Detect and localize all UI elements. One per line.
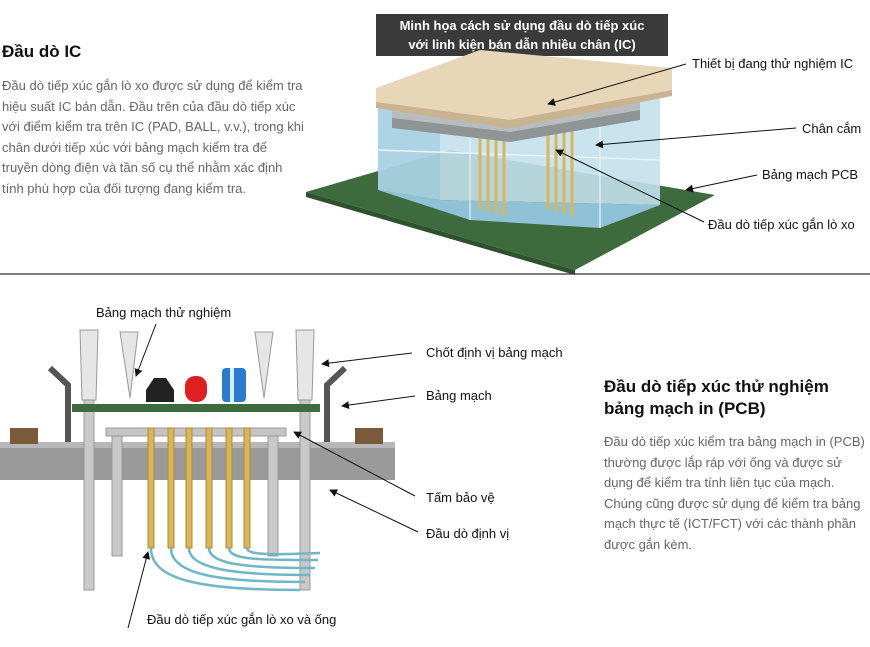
label-socket: Chân cắm [802, 121, 862, 136]
label-positioning-probe: Đầu dò định vị [426, 526, 510, 541]
arrow-locating-pin [321, 352, 413, 368]
ic-section-description: Đầu dò tiếp xúc gắn lò xo được sử dụng đ… [2, 78, 304, 196]
arrow-pcb [685, 174, 758, 193]
pcb-fixture-illustration [0, 329, 395, 592]
test-board [72, 404, 320, 412]
pcb-section-description: Đầu dò tiếp xúc kiểm tra bảng mạch in (P… [604, 434, 865, 552]
ic-socket-illustration [306, 50, 715, 275]
label-spring-probe: Đầu dò tiếp xúc gắn lò xo [708, 217, 855, 232]
arrow-probe [555, 149, 705, 223]
spring-probes [147, 427, 251, 549]
label-protective-plate: Tấm bảo vệ [426, 490, 495, 505]
arrow-socket [595, 127, 797, 149]
label-device-under-test: Thiết bị đang thử nghiệm IC [692, 56, 854, 71]
label-probe-and-tube: Đầu dò tiếp xúc gắn lò xo và ống [147, 612, 337, 627]
label-pcb: Bảng mạch PCB [762, 167, 859, 182]
pcb-section-title: Đầu dò tiếp xúc thử nghiệm bảng mạch in … [604, 376, 829, 420]
arrow-device [547, 63, 687, 106]
probe-wires [149, 547, 321, 592]
arrow-test-board [134, 323, 157, 377]
pcb-title-line-1: Đầu dò tiếp xúc thử nghiệm [604, 377, 829, 396]
arrow-protective-plate [293, 431, 416, 497]
label-board: Bảng mạch [426, 388, 492, 403]
socket-lid [376, 50, 672, 120]
ic-section-title: Đầu dò IC [2, 42, 82, 61]
arrow-probe-tube [127, 551, 151, 629]
label-locating-pin: Chốt định vị bảng mạch [426, 345, 563, 360]
label-test-board: Bảng mạch thử nghiệm [96, 305, 232, 320]
caption-line-2: với linh kiện bán dẫn nhiều chân (IC) [408, 37, 636, 52]
fixture-base [0, 442, 395, 480]
arrow-board [341, 395, 416, 410]
caption-line-1: Minh họa cách sử dụng đầu dò tiếp xúc [399, 18, 645, 33]
arrow-positioning-probe [329, 489, 419, 533]
pcb-title-line-2: bảng mạch in (PCB) [604, 399, 766, 418]
ic-illustration-caption: Minh họa cách sử dụng đầu dò tiếp xúc vớ… [376, 14, 668, 56]
protective-plate [105, 427, 287, 437]
